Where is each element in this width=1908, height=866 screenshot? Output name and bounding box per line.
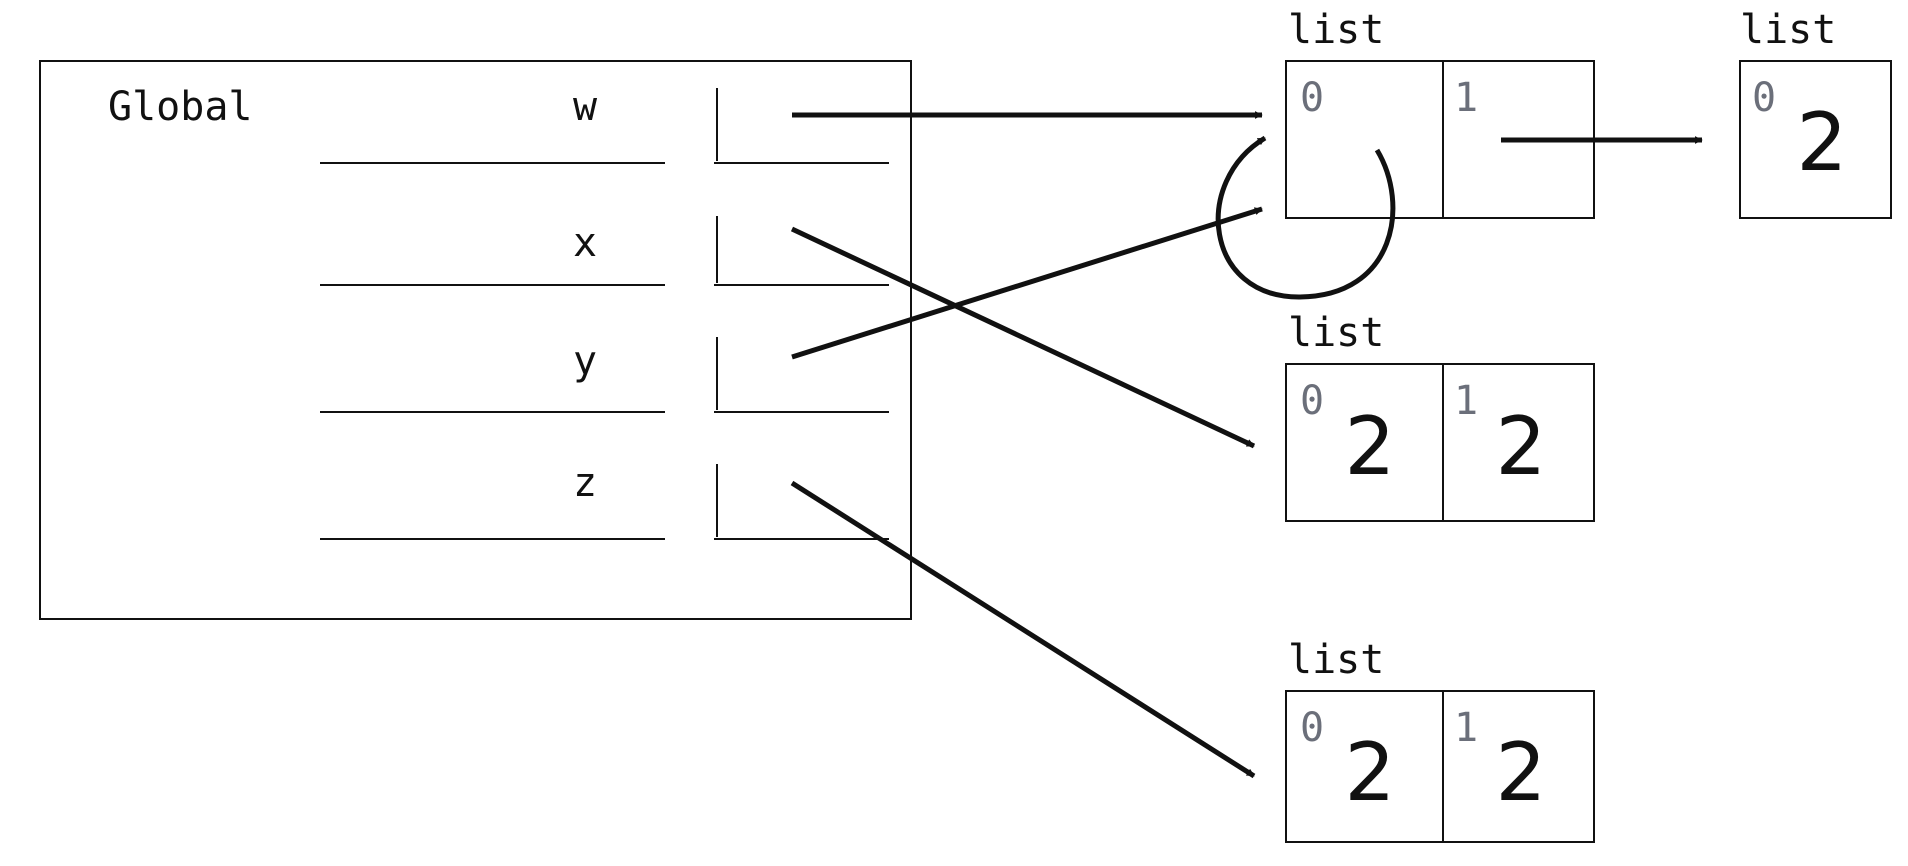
- list-cell: [1285, 60, 1444, 219]
- list-cell: [1442, 690, 1595, 843]
- global-frame: Global w x y z: [39, 60, 912, 620]
- list-value: 2: [1797, 96, 1848, 189]
- list-index-label: 1: [1454, 378, 1478, 424]
- list-value: 2: [1345, 400, 1396, 493]
- list-object-main: list 0 1: [1285, 7, 1595, 219]
- list-cell: [1285, 690, 1444, 843]
- list-object-single: list 0 2: [1739, 7, 1892, 219]
- variable-name-y: y: [573, 338, 597, 384]
- list-value: 2: [1345, 726, 1396, 819]
- frame-title: Global: [108, 84, 253, 130]
- pointer-arrow-y: [791, 206, 1263, 360]
- pointer-arrow-x: [790, 226, 1256, 449]
- list-index-label: 0: [1300, 378, 1324, 424]
- variable-name-z: z: [573, 460, 597, 506]
- list-value: 2: [1496, 726, 1547, 819]
- list-value: 2: [1496, 400, 1547, 493]
- variable-name-w: w: [573, 84, 598, 130]
- list-cell: [1442, 363, 1595, 522]
- list-cell: [1285, 363, 1444, 522]
- pointer-arrows: [790, 111, 1703, 779]
- list-index-label: 0: [1300, 75, 1324, 121]
- list-object-z: list 0 1 2 2: [1285, 637, 1595, 843]
- global-frame-border: [39, 60, 912, 620]
- list-type-label: list: [1288, 637, 1384, 683]
- list-index-label: 1: [1454, 75, 1478, 121]
- list-index-label: 0: [1300, 705, 1324, 751]
- list-type-label: list: [1740, 7, 1836, 53]
- list-cell: [1739, 60, 1892, 219]
- list-object-x: list 0 1 2 2: [1285, 310, 1595, 522]
- list-type-label: list: [1288, 7, 1384, 53]
- pointer-arrow-self-reference: [1215, 135, 1396, 300]
- list-index-label: 0: [1752, 75, 1776, 121]
- list-type-label: list: [1288, 310, 1384, 356]
- pointer-arrow-z: [790, 480, 1256, 779]
- variable-name-x: x: [573, 220, 597, 266]
- list-index-label: 1: [1454, 705, 1478, 751]
